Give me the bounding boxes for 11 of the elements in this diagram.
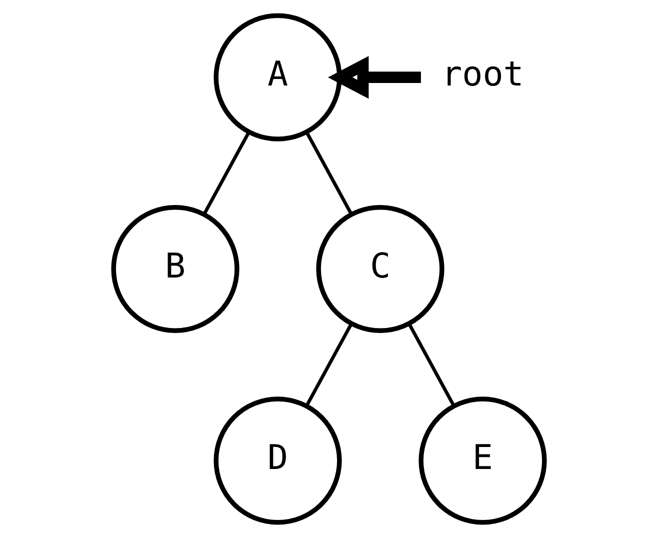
node-circle: A bbox=[213, 13, 342, 142]
connector bbox=[304, 131, 352, 215]
connector bbox=[407, 322, 455, 407]
node-circle: E bbox=[418, 396, 546, 525]
arrow bbox=[327, 56, 420, 99]
connector bbox=[304, 322, 352, 407]
node-circle: B bbox=[110, 204, 239, 334]
node-circle: D bbox=[213, 396, 342, 525]
connector bbox=[202, 131, 250, 215]
node-circle: C bbox=[316, 204, 444, 334]
node-text: root bbox=[441, 54, 524, 95]
